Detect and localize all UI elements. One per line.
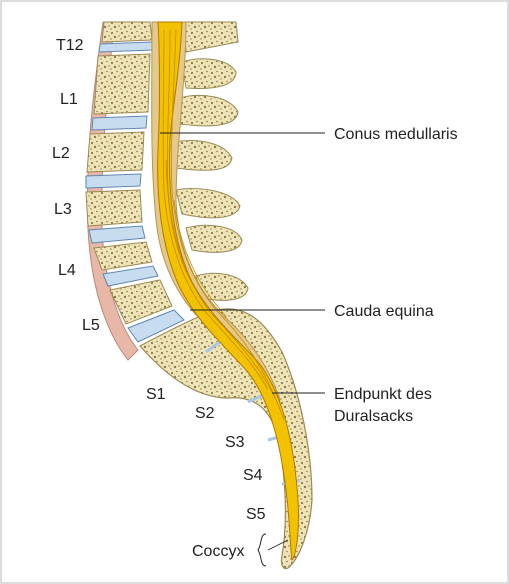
vertebra-t12 xyxy=(102,22,152,42)
label-l4: L4 xyxy=(58,262,76,279)
disc-t12-l1 xyxy=(99,42,152,52)
vertebra-l2 xyxy=(87,132,144,172)
label-l1: L1 xyxy=(60,91,78,108)
label-l5: L5 xyxy=(82,317,100,334)
vertebra-l1 xyxy=(94,54,150,114)
label-dural-endpoint-1: Endpunkt des xyxy=(334,386,432,403)
label-conus-medullaris: Conus medullaris xyxy=(334,126,458,143)
label-t12: T12 xyxy=(56,37,84,54)
label-s1: S1 xyxy=(146,386,166,403)
disc-l2-l3 xyxy=(86,174,141,188)
label-s3: S3 xyxy=(225,434,245,451)
label-s5: S5 xyxy=(246,506,266,523)
label-s2: S2 xyxy=(195,405,215,422)
label-coccyx: Coccyx xyxy=(192,543,244,560)
label-l3: L3 xyxy=(54,201,72,218)
coccyx-brace xyxy=(258,534,266,566)
label-l2: L2 xyxy=(52,145,70,162)
vertebra-l3 xyxy=(86,190,142,226)
label-s4: S4 xyxy=(243,467,263,484)
label-cauda-equina: Cauda equina xyxy=(334,303,434,320)
disc-l1-l2 xyxy=(92,116,147,130)
label-dural-endpoint-2: Duralsacks xyxy=(334,408,413,425)
